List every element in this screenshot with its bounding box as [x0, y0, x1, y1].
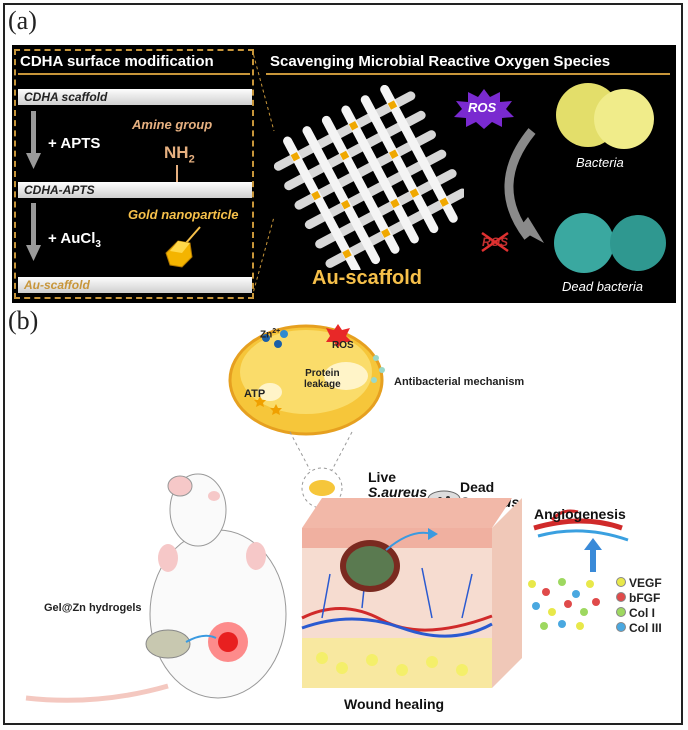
- dead-bacteria-label: Dead bacteria: [562, 279, 643, 294]
- step-cdha-apts: CDHA-APTS: [18, 182, 252, 198]
- right-title: Scavenging Microbial Reactive Oxygen Spe…: [270, 53, 611, 70]
- cross-icon: [481, 231, 509, 253]
- modification-box: [14, 49, 254, 299]
- ros-burst-icon: [454, 89, 514, 129]
- bacteria-label: Bacteria: [576, 155, 624, 170]
- hydrogel-label: Gel@Zn hydrogels: [44, 602, 142, 614]
- gold-np-label: Gold nanoparticle: [128, 207, 239, 222]
- legend-dot-icon: [616, 592, 626, 602]
- wound-healing-label: Wound healing: [344, 696, 445, 712]
- gold-nanoparticle-icon: [165, 226, 201, 268]
- reagent-aucl3: + AuCl3: [48, 230, 101, 250]
- mechanism-label: Antibacterial mechanism: [394, 376, 525, 388]
- skin-tissue-illustration: [301, 498, 629, 688]
- legend-dot-icon: [616, 607, 626, 617]
- legend-item: Col III: [616, 621, 662, 636]
- ros-top-label: ROS: [468, 100, 497, 115]
- au-scaffold-label: Au-scaffold: [312, 267, 422, 289]
- figure-frame: [3, 3, 683, 725]
- panel-b-label: (b): [8, 306, 39, 335]
- amine-group-label: Amine group: [132, 117, 213, 132]
- au-scaffold-illustration: [274, 85, 464, 270]
- curved-arrow-icon: [504, 128, 544, 243]
- step-au-scaffold: Au-scaffold: [18, 277, 252, 293]
- panel-a-label: (a): [8, 6, 37, 35]
- angiogenesis-label: Angiogenesis: [534, 506, 626, 522]
- rat-illustration: [25, 473, 287, 703]
- title-underline: [18, 73, 250, 75]
- nh2-label: NH2: [164, 143, 195, 166]
- reagent-apts: + APTS: [48, 135, 101, 152]
- zoom-lines: [252, 49, 275, 298]
- atp-label: ATP: [244, 388, 266, 400]
- bacterium-cell-icon: [228, 324, 385, 436]
- growth-factor-dots: [528, 578, 600, 630]
- legend-dot-icon: [616, 622, 626, 632]
- dead-bacteria-icon: [554, 213, 666, 273]
- ros-label: ROS: [332, 340, 354, 351]
- legend-item: bFGF: [616, 591, 662, 606]
- zn-label: Zn2+: [260, 328, 281, 341]
- step-cdha-scaffold: CDHA scaffold: [18, 89, 252, 105]
- live-bacteria-icon: [556, 83, 654, 149]
- right-title-underline: [266, 73, 670, 75]
- legend-item: VEGF: [616, 576, 662, 591]
- amine-bond: [176, 165, 178, 182]
- factor-legend: VEGF bFGF Col I Col III: [616, 576, 662, 636]
- down-arrow-icon: [26, 111, 41, 169]
- panel-a: CDHA surface modification CDHA scaffold …: [12, 45, 676, 303]
- legend-dot-icon: [616, 577, 626, 587]
- down-arrow-icon: [26, 203, 41, 261]
- left-title: CDHA surface modification: [20, 53, 214, 70]
- legend-item: Col I: [616, 606, 662, 621]
